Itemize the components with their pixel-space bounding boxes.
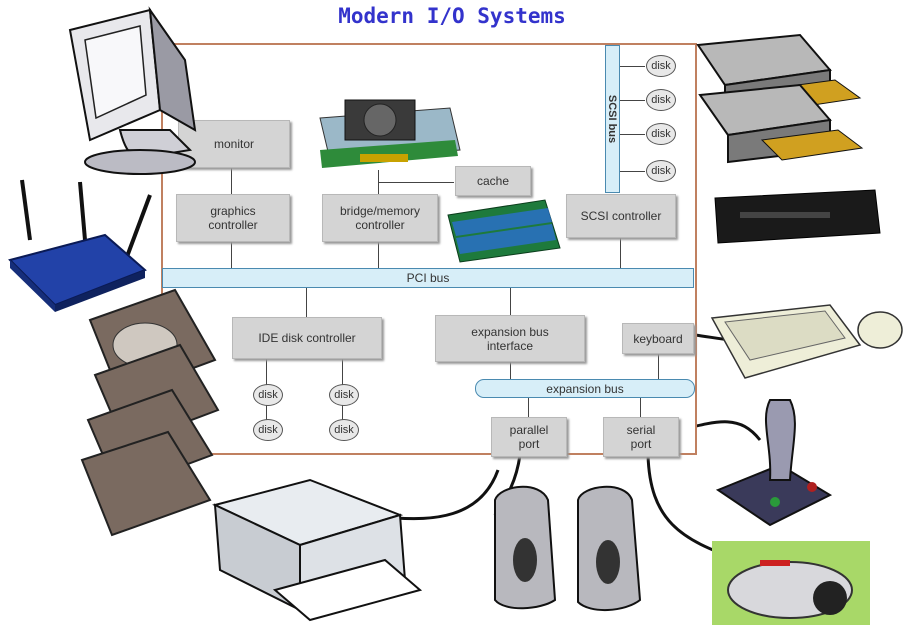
- serial-bus-link: [640, 397, 641, 417]
- joystick-icon: [715, 399, 833, 527]
- expansion-bus: expansion bus: [475, 379, 695, 398]
- router-icon: [8, 179, 152, 312]
- graphics-pci-link: [231, 240, 232, 270]
- ide-disk-controller-box: IDE disk controller: [232, 317, 382, 359]
- pci-bus: PCI bus: [162, 268, 694, 288]
- scsi-disk-4: disk: [646, 160, 676, 182]
- monitor-icon: [68, 6, 197, 175]
- printer-icon: [212, 478, 423, 622]
- scsi-disk-1: disk: [646, 55, 676, 77]
- ide-disk-2: disk: [253, 419, 283, 441]
- memory-icon: [447, 199, 561, 263]
- scsi-bus: SCSI bus: [605, 45, 620, 193]
- parallel-port-box: parallel port: [491, 417, 567, 457]
- cache-box: cache: [455, 166, 531, 196]
- bridge-pci-link: [378, 240, 379, 270]
- serial-port-box: serial port: [603, 417, 679, 457]
- scsi-disk-link-2: [615, 100, 645, 101]
- expansion-bus-link: [510, 358, 511, 380]
- cd-drive-icon: [696, 33, 864, 164]
- cpu-icon: [319, 99, 461, 168]
- ide-disk-3: disk: [329, 384, 359, 406]
- monitor-box: monitor: [178, 120, 290, 168]
- scsi-disk-link-1: [615, 66, 645, 67]
- expansion-bus-interface-box: expansion bus interface: [435, 315, 585, 362]
- camera-icon: [712, 541, 870, 625]
- ide-disk-1: disk: [253, 384, 283, 406]
- scsi-disk-3: disk: [646, 123, 676, 145]
- scsi-pci-link: [620, 236, 621, 270]
- cache-link: [378, 182, 454, 183]
- hard-disk-icon: [80, 288, 220, 537]
- expansion-pci-link: [510, 287, 511, 315]
- monitor-link: [231, 166, 232, 194]
- scsi-disk-link-3: [615, 134, 645, 135]
- speakers-icon: [494, 485, 642, 612]
- keyboard-mouse-icon: [710, 304, 903, 379]
- tape-drive-icon: [714, 189, 881, 244]
- page-title: Modern I/O Systems: [338, 4, 566, 28]
- printer-cable: [394, 469, 500, 521]
- keyboard-box: keyboard: [622, 323, 694, 354]
- scsi-controller-box: SCSI controller: [566, 194, 676, 238]
- graphics-controller-box: graphics controller: [176, 194, 290, 242]
- scsi-disk-2: disk: [646, 89, 676, 111]
- scsi-disk-link-4: [615, 171, 645, 172]
- keyboard-bus-link: [658, 352, 659, 380]
- bridge-memory-controller-box: bridge/memory controller: [322, 194, 438, 242]
- parallel-bus-link: [528, 397, 529, 417]
- ide-pci-link: [306, 287, 307, 317]
- ide-disk-4: disk: [329, 419, 359, 441]
